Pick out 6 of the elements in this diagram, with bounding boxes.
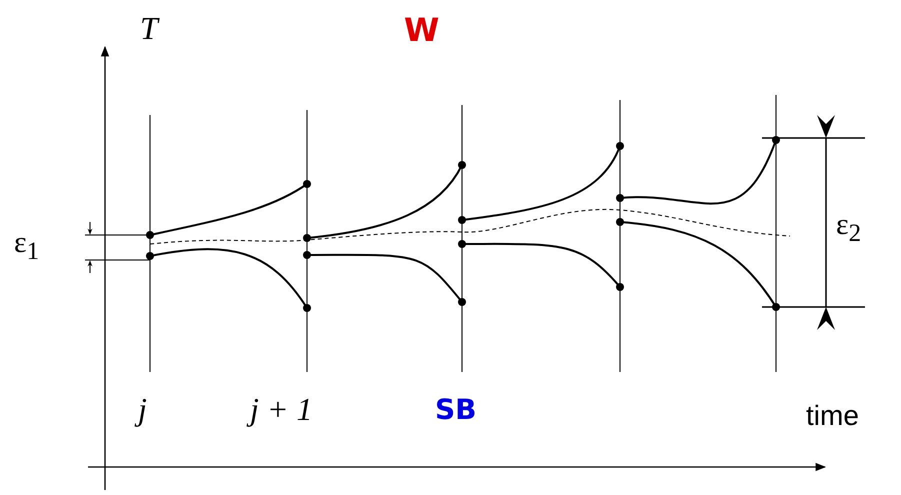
tick-label: SB: [435, 396, 477, 424]
axis-label: T: [140, 12, 158, 44]
axis-label: time: [806, 402, 859, 430]
annotation: W: [404, 14, 440, 46]
dimension-label: ε$_{2}$: [836, 210, 862, 246]
dimension-label: ε$_{1}$: [14, 228, 40, 264]
